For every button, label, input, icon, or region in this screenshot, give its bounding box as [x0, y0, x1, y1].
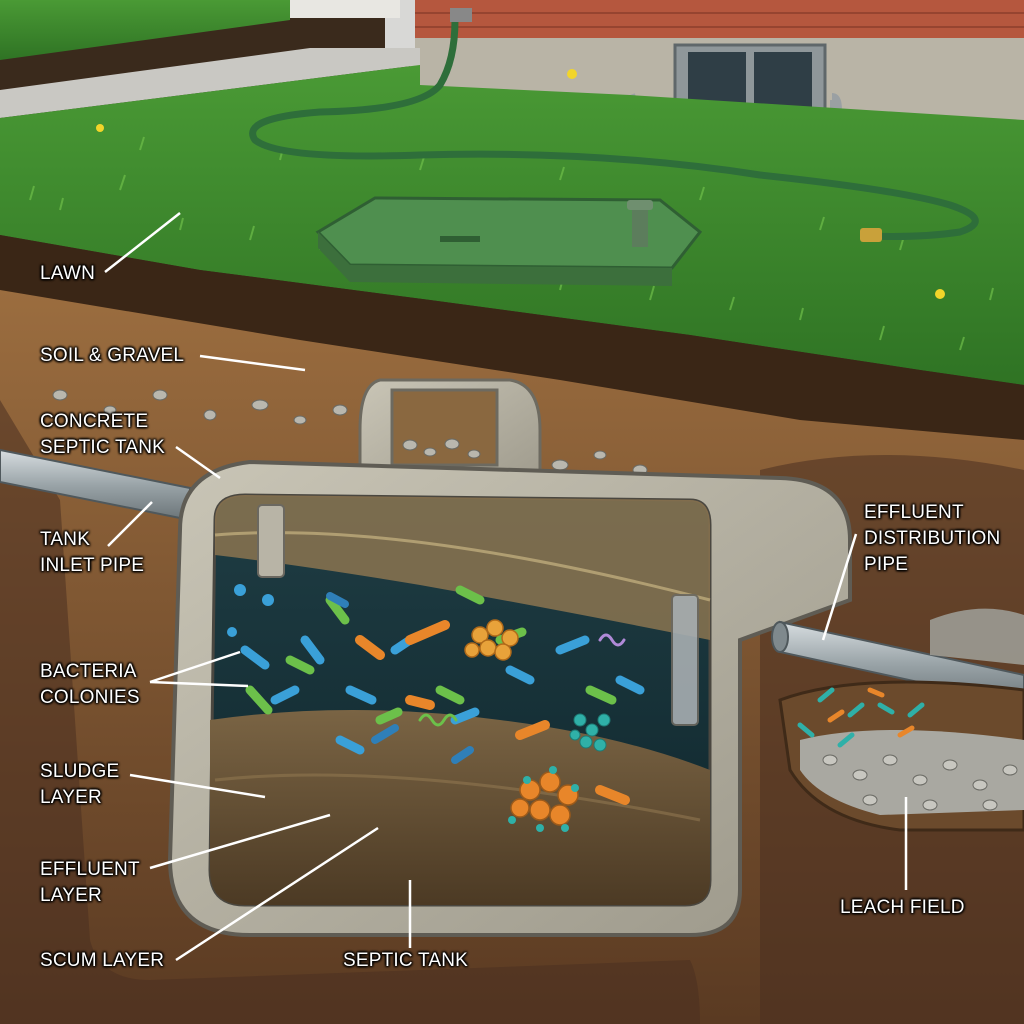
dandelions	[96, 69, 945, 299]
label-effluent-distribution-pipe: EFFLUENT DISTRIBUTION PIPE	[864, 502, 1001, 575]
bacteria-colonies	[227, 584, 645, 832]
leader-lines	[104, 212, 908, 962]
house-wall	[290, 0, 1024, 133]
label-scum-layer: SCUM LAYER	[40, 950, 165, 971]
label-septic-tank: SEPTIC TANK	[343, 950, 469, 971]
label-lawn: LAWN	[40, 263, 95, 284]
tank-lid	[315, 196, 703, 286]
inlet-baffle	[257, 504, 285, 578]
lawn-surface	[0, 0, 290, 60]
outlet-baffle	[671, 594, 699, 726]
scum-layer	[215, 495, 710, 640]
label-soil-gravel: SOIL & GRAVEL	[40, 345, 185, 366]
label-concrete-septic-tank: CONCRETE SEPTIC TANK	[40, 411, 166, 458]
label-leach-field: LEACH FIELD	[840, 897, 965, 918]
leach-field	[778, 608, 1024, 832]
label-tank-inlet-pipe: TANK INLET PIPE	[40, 529, 145, 576]
label-bacteria-colonies: BACTERIA COLONIES	[40, 661, 140, 708]
garden-hose	[249, 16, 979, 240]
hose-nozzle	[860, 228, 882, 242]
label-effluent-layer: EFFLUENT LAYER	[40, 859, 140, 906]
sidewalk	[0, 48, 420, 118]
topsoil-band	[0, 235, 1024, 470]
spigot	[450, 8, 472, 22]
label-sludge-layer: SLUDGE LAYER	[40, 761, 120, 808]
